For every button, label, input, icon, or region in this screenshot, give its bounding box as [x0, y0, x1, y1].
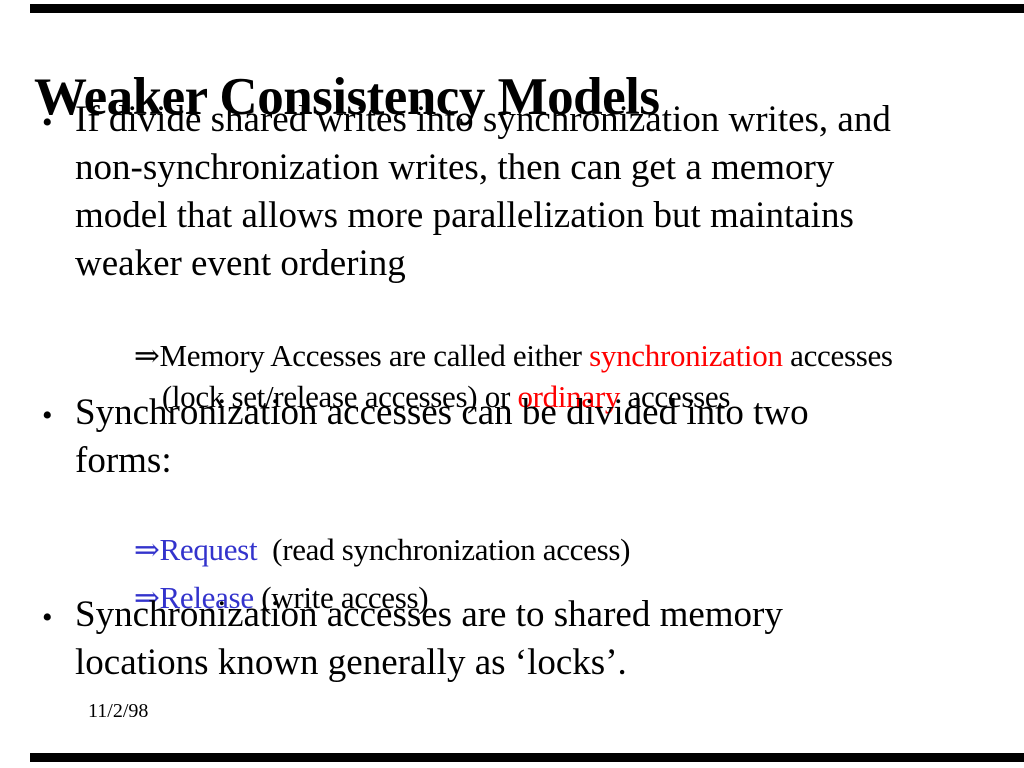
bullet-1-line-1: If divide shared writes into synchroniza…: [75, 99, 891, 140]
request-description: (read synchronization access): [257, 532, 631, 567]
bullet-3: • Synchronization accesses are to shared…: [42, 591, 783, 687]
sub-bullet-memory-accesses-line-1: ⇒Memory Accesses are called either synch…: [104, 296, 893, 416]
bullet-2: • Synchronization accesses can be divide…: [42, 389, 809, 485]
bullet-3-line-2: locations known generally as ‘locks’.: [75, 642, 627, 683]
bullet-1: • If divide shared writes into synchroni…: [42, 96, 891, 288]
highlight-ordinary: ordinary: [517, 379, 621, 414]
bullet-dot-icon: •: [42, 601, 53, 634]
bullet-1-line-3: model that allows more parallelization b…: [75, 195, 854, 236]
sub-bullet-text: Memory Accesses are called either: [159, 338, 590, 373]
sub-bullet-text: accesses: [620, 379, 731, 414]
sub-bullet-text: (lock set/release accesses) or: [161, 379, 518, 414]
release-description: (write access): [253, 580, 429, 615]
sub-bullet-release: ⇒Release (write access): [104, 538, 429, 658]
release-keyword: ⇒Release: [133, 580, 254, 615]
bullet-1-line-2: non-synchronization writes, then can get…: [75, 147, 835, 188]
slide-title: Weaker Consistency Models: [34, 67, 660, 126]
double-arrow-icon: ⇒: [133, 338, 160, 373]
highlight-synchronization: synchronization: [589, 338, 783, 373]
bullet-dot-icon: •: [42, 106, 53, 139]
slide-date: 11/2/98: [88, 700, 149, 722]
bullet-3-line-1: Synchronization accesses are to shared m…: [75, 594, 783, 635]
bottom-border-bar: [30, 753, 1024, 762]
sub-bullet-memory-accesses-line-2: (lock set/release accesses) or ordinary …: [132, 337, 731, 457]
top-border-bar: [30, 4, 1024, 13]
request-keyword: ⇒Request: [133, 532, 258, 567]
sub-bullet-text: accesses: [782, 338, 893, 373]
bullet-1-line-4: weaker event ordering: [75, 243, 406, 284]
bullet-2-line-2: forms:: [75, 440, 172, 481]
sub-bullet-request: ⇒Request (read synchronization access): [104, 490, 631, 610]
bullet-2-line-1: Synchronization accesses can be divided …: [75, 392, 809, 433]
bullet-dot-icon: •: [42, 399, 53, 432]
